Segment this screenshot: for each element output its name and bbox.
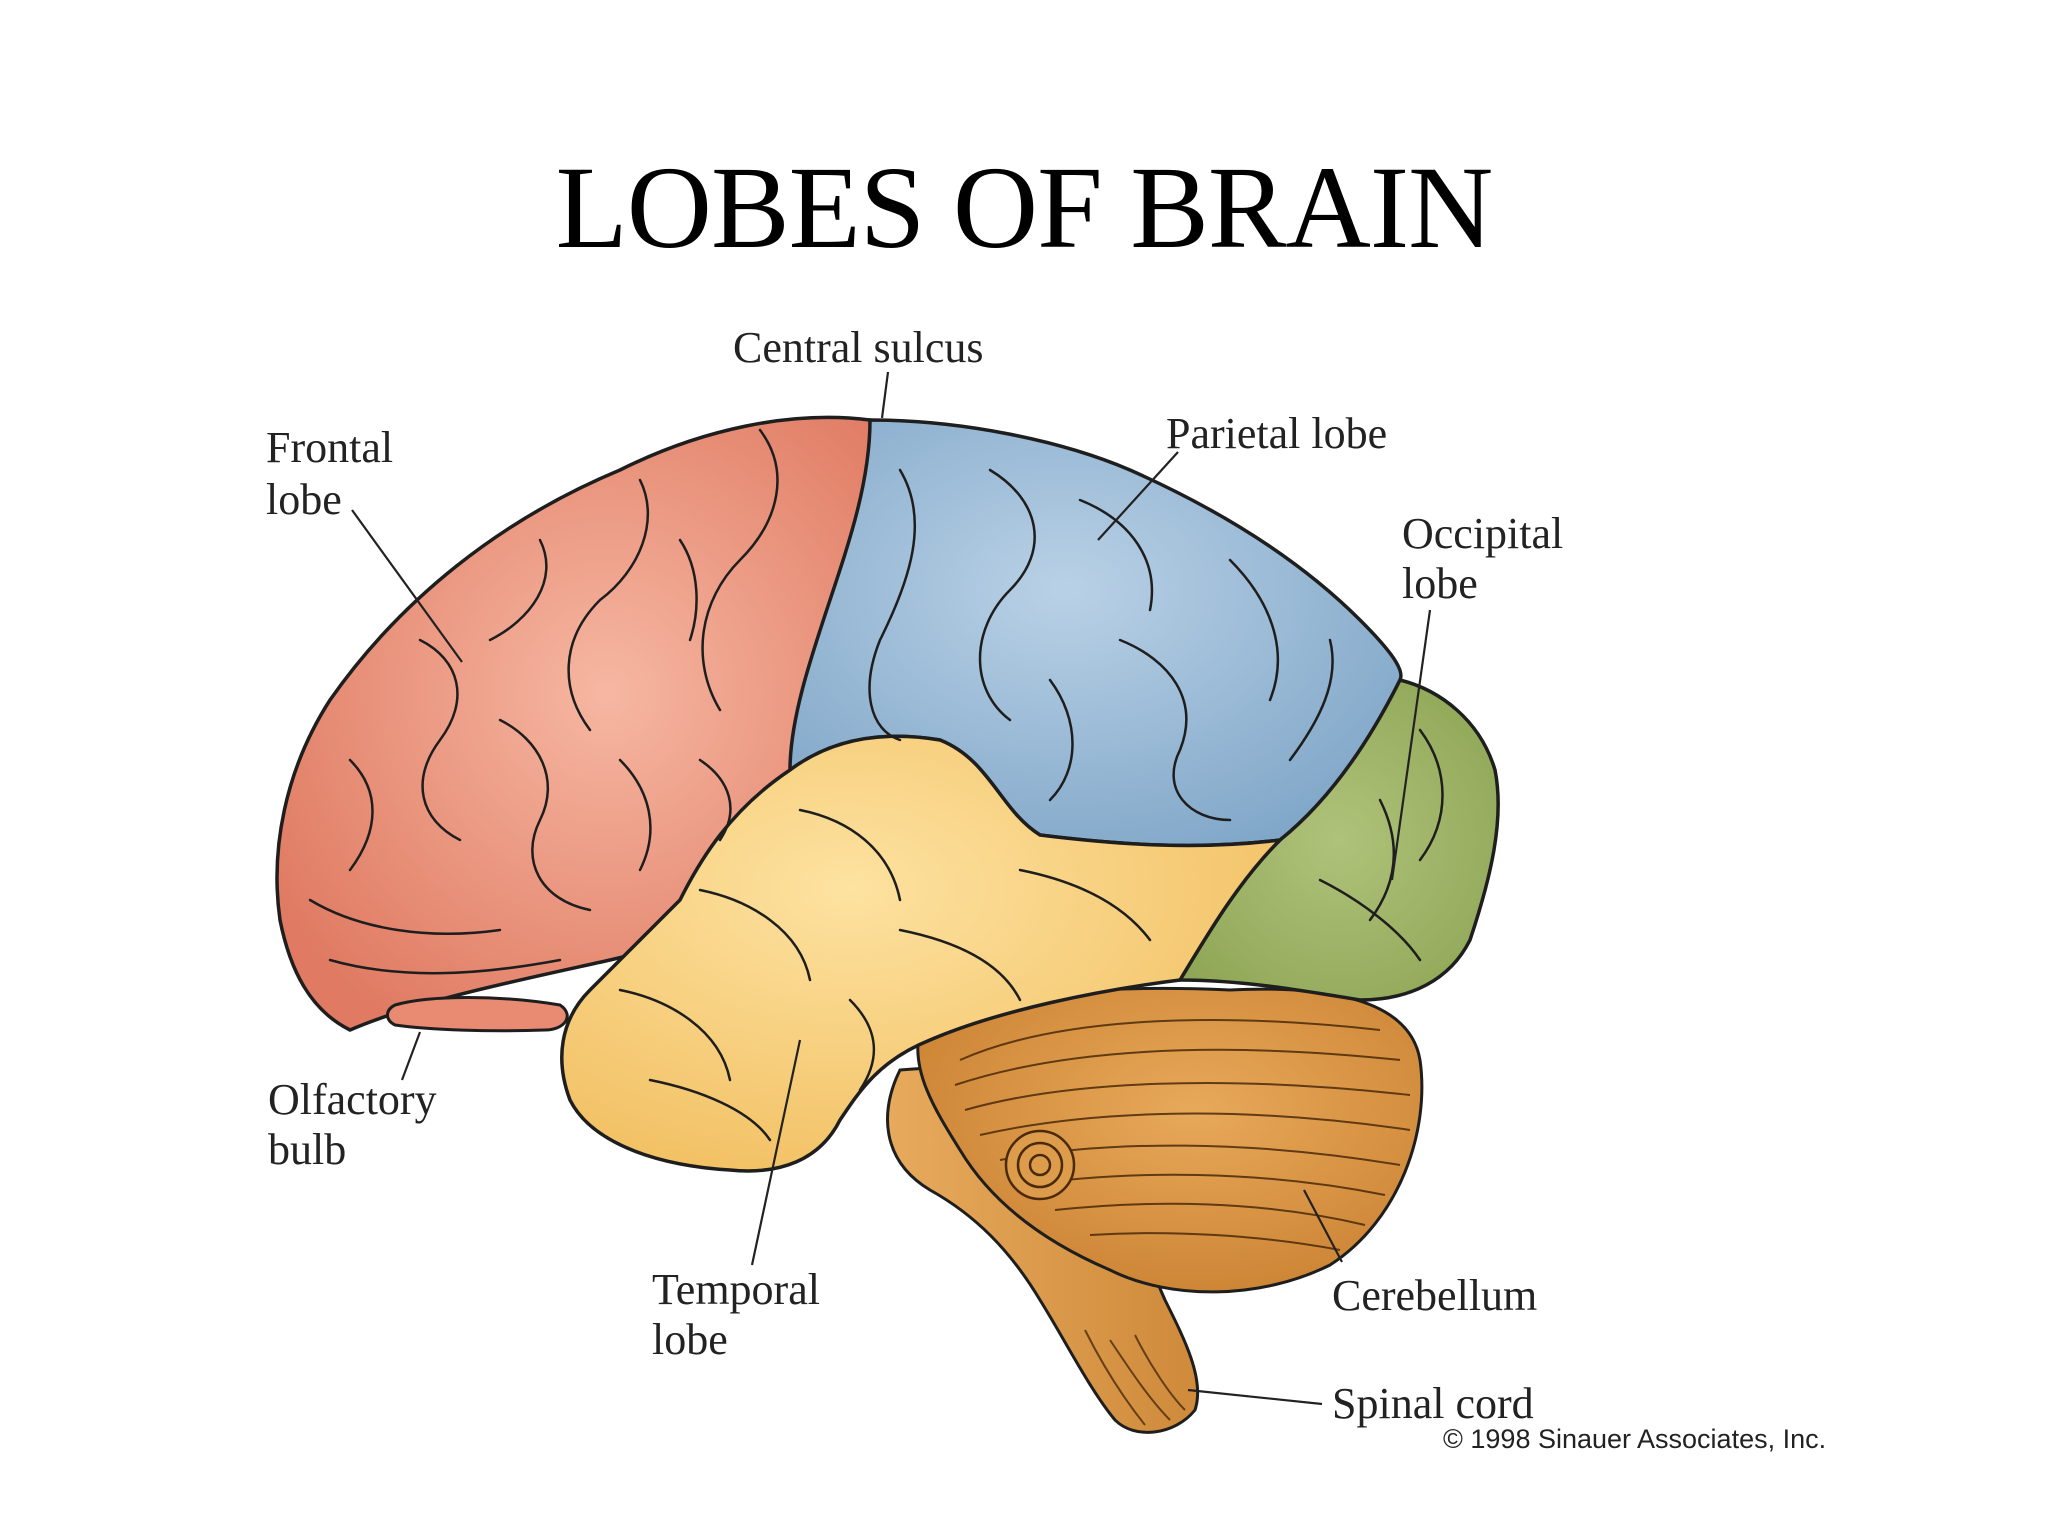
cerebellum-region <box>916 986 1424 1294</box>
pointer-central-sulcus <box>880 371 890 419</box>
label-frontal-lobe-line1: Frontal <box>266 423 394 472</box>
pointer-parietal-lobe <box>1097 451 1179 541</box>
label-central-sulcus: Central sulcus <box>733 323 984 372</box>
pons-spiral <box>1004 1129 1076 1201</box>
occipital-lobe-region <box>1176 677 1500 1002</box>
label-olfactory-bulb-line2: bulb <box>268 1125 347 1174</box>
pointer-cerebellum <box>1303 1189 1343 1263</box>
label-temporal-lobe-line2: lobe <box>652 1315 728 1364</box>
pointer-temporal-lobe <box>750 1039 802 1266</box>
pointer-olfactory-bulb <box>400 1031 422 1081</box>
label-olfactory-bulb-line1: Olfactory <box>268 1075 437 1124</box>
label-spinal-cord: Spinal cord <box>1332 1379 1534 1428</box>
label-occipital-lobe-line2: lobe <box>1402 559 1478 608</box>
pointer-spinal-cord <box>1187 1388 1323 1406</box>
copyright-notice: © 1998 Sinauer Associates, Inc. <box>1443 1424 1827 1454</box>
olfactory-bulb-region <box>386 996 569 1033</box>
pointer-frontal-lobe <box>351 509 463 663</box>
slide-title: LOBES OF BRAIN <box>555 142 1494 273</box>
label-occipital-lobe-line1: Occipital <box>1402 509 1564 558</box>
temporal-lobe-region <box>560 734 1285 1173</box>
label-temporal-lobe-line1: Temporal <box>652 1265 820 1314</box>
label-parietal-lobe: Parietal lobe <box>1166 409 1388 458</box>
label-frontal-lobe-line2: lobe <box>266 475 342 524</box>
label-cerebellum: Cerebellum <box>1332 1271 1538 1320</box>
pointer-occipital-lobe <box>1390 609 1432 881</box>
